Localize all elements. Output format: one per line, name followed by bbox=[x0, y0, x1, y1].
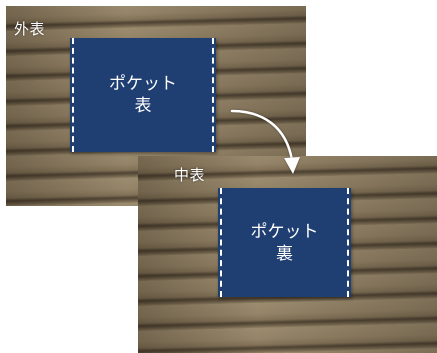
pocket-back: ポケット 裏 bbox=[218, 188, 351, 297]
panel-inner-side: 中表 ポケット 裏 bbox=[138, 156, 437, 353]
stitch-line-right bbox=[212, 38, 214, 152]
pocket-label-line1: ポケット bbox=[250, 221, 319, 242]
stitch-line-left bbox=[72, 38, 74, 152]
panel-label-inner: 中表 bbox=[174, 166, 206, 184]
pocket-label-line1: ポケット bbox=[109, 74, 177, 94]
stitch-line-right bbox=[347, 188, 349, 297]
stitch-line-left bbox=[220, 188, 222, 297]
pocket-label: ポケット 表 bbox=[70, 73, 216, 117]
panel-outer-side: 外表 ポケット 表 bbox=[6, 6, 306, 206]
pocket-label-line2: 裏 bbox=[276, 243, 293, 264]
pocket-label: ポケット 裏 bbox=[218, 221, 351, 265]
panel-label-outer: 外表 bbox=[14, 20, 46, 38]
pocket-label-line2: 表 bbox=[134, 96, 152, 116]
pocket-front: ポケット 表 bbox=[70, 38, 216, 152]
